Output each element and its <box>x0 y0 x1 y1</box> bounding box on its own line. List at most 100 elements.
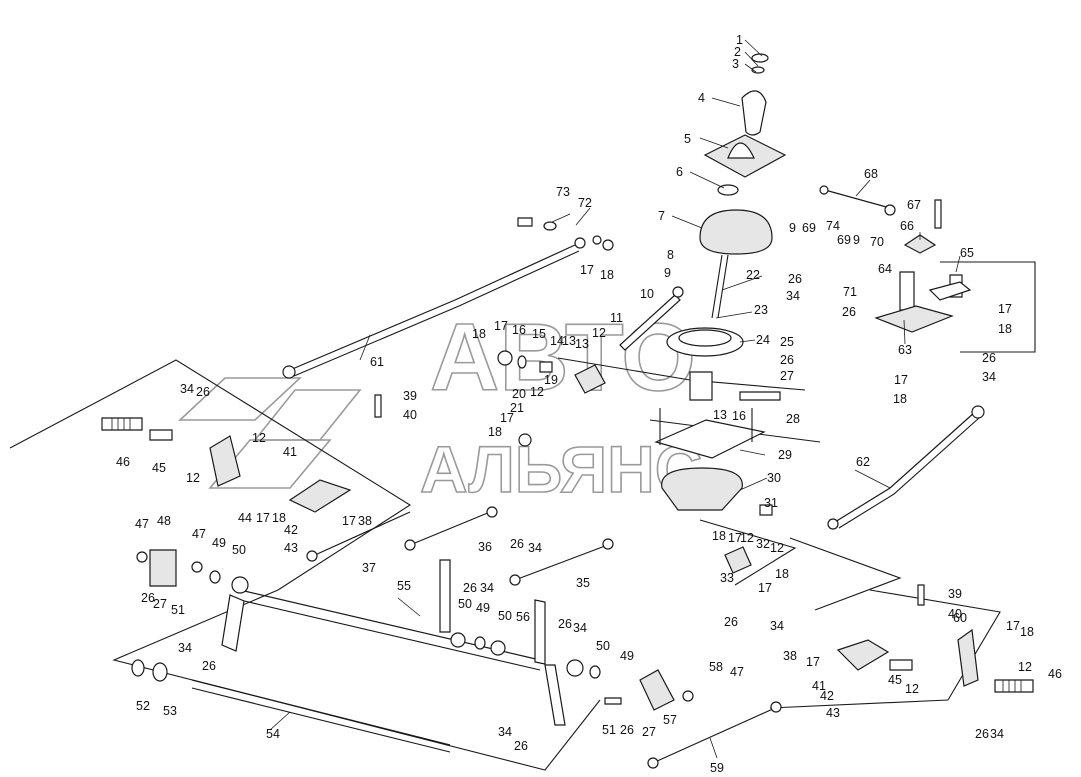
callout: 28 <box>786 412 800 426</box>
callout-repeat: 50 <box>596 639 610 653</box>
callout: 52 <box>136 699 150 713</box>
callout: 41 <box>283 445 297 459</box>
callout: 17 <box>494 319 508 333</box>
callout-repeat: 18 <box>893 392 907 406</box>
callout-repeat: 34 <box>786 289 800 303</box>
callout: 13 <box>562 334 576 348</box>
post-64 <box>899 271 915 311</box>
callout-repeat: 34 <box>573 621 587 635</box>
callout-repeat: 17 <box>1006 619 1020 633</box>
callout: 29 <box>778 448 792 462</box>
lower-rod <box>647 701 782 769</box>
rod-end-eye <box>404 539 416 551</box>
bracket-41 <box>288 479 352 513</box>
lever-base-housing <box>661 467 743 511</box>
callout: 61 <box>370 355 384 369</box>
callout-repeat: 27 <box>642 725 656 739</box>
callout: 25 <box>780 335 794 349</box>
left-bracket-assembly <box>101 394 382 513</box>
watermark: АВТО АЛЬЯНС <box>177 303 703 507</box>
shaft-54-edge <box>191 687 451 753</box>
nut-47 <box>136 551 148 563</box>
rod-end-eye <box>827 518 839 530</box>
pin-10 <box>672 286 684 298</box>
callout-repeat: 34 <box>528 541 542 555</box>
bracket-41-right <box>836 639 890 671</box>
callout-repeat: 18 <box>272 511 286 525</box>
rod-35 <box>514 545 606 581</box>
callout: 39 <box>403 389 417 403</box>
callout: 18 <box>472 327 486 341</box>
bushing-50 <box>566 659 584 677</box>
washer-49 <box>209 570 221 584</box>
callout-repeat: 26 <box>724 615 738 629</box>
cover-plate <box>654 419 766 459</box>
upper-right-link <box>819 185 972 333</box>
lever-lower-block <box>689 371 713 401</box>
callout-repeat: 45 <box>888 673 902 687</box>
callout: 55 <box>397 579 411 593</box>
rod-end-eye <box>574 237 586 249</box>
nut-18 <box>518 433 532 447</box>
callout: 51 <box>171 603 185 617</box>
callout-repeat: 12 <box>1018 660 1032 674</box>
watermark-logo-stripe <box>253 389 362 441</box>
callout: 14 <box>550 334 564 348</box>
right-shift-rod <box>827 405 985 530</box>
left-lower-bracket <box>136 549 203 587</box>
callout: 7 <box>658 209 665 223</box>
callout: 66 <box>900 219 914 233</box>
rod-end-eye <box>486 506 498 518</box>
right-lower-bracket <box>836 584 1034 693</box>
rod-end-eye <box>602 538 614 550</box>
callout: 6 <box>676 165 683 179</box>
outline-left-bracket <box>9 359 412 591</box>
shaft-55-edge <box>239 599 541 671</box>
callout: 3 <box>732 57 739 71</box>
bracket-57-assembly <box>604 669 694 711</box>
callout: 53 <box>163 704 177 718</box>
rod-11 <box>619 294 681 351</box>
bolt-73 <box>517 217 533 227</box>
callout-repeat: 42 <box>820 689 834 703</box>
bushing-50 <box>490 640 506 656</box>
rod-37 <box>314 511 411 556</box>
callout-repeat: 12 <box>186 471 200 485</box>
callout-repeat: 26 <box>202 659 216 673</box>
nut-47 <box>191 561 203 573</box>
plate-63 <box>874 305 954 333</box>
callout: 19 <box>544 373 558 387</box>
leader-lines <box>269 39 961 759</box>
callout: 26 <box>780 353 794 367</box>
bolt-46-right <box>994 679 1034 693</box>
bushing-50 <box>450 632 466 648</box>
callout-repeat: 34 <box>178 641 192 655</box>
knob-cap <box>751 53 769 63</box>
callout: 9 <box>664 266 671 280</box>
lever-boot <box>727 142 755 159</box>
lever-arm-56 <box>439 559 451 633</box>
callout: 22 <box>746 268 760 282</box>
callout: 50 <box>232 543 246 557</box>
spacer-15 <box>539 361 553 373</box>
callout: 40 <box>403 408 417 422</box>
callout: 38 <box>358 514 372 528</box>
link-33 <box>724 546 752 574</box>
nut <box>592 235 602 245</box>
fork-19 <box>574 364 606 394</box>
callout-repeat: 34 <box>990 727 1004 741</box>
upper-shift-rod <box>282 217 614 379</box>
callout-repeat: 51 <box>602 723 616 737</box>
bolt-46-right-thread <box>1002 680 1022 692</box>
shift-rod-61-edge <box>293 250 580 377</box>
callout-repeat: 12 <box>530 385 544 399</box>
bracket-48 <box>149 549 177 587</box>
callout: 64 <box>878 262 892 276</box>
callout: 62 <box>856 455 870 469</box>
rod-end-eye <box>971 405 985 419</box>
lever-arm <box>221 594 245 652</box>
gear-lever-assembly <box>654 53 787 511</box>
callout: 43 <box>284 541 298 555</box>
callout: 63 <box>898 343 912 357</box>
callout-repeat: 17 <box>806 655 820 669</box>
